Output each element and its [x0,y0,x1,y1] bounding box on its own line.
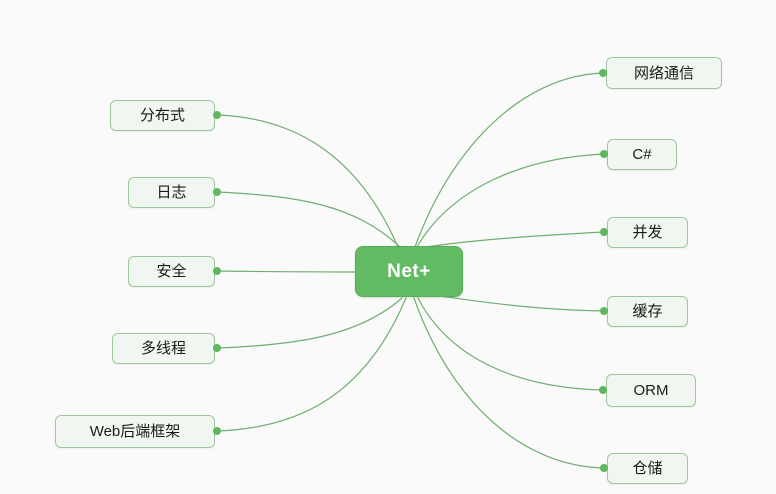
edge-8 [439,295,605,312]
branch-node-label: Web后端框架 [89,423,181,440]
branch-node-0[interactable]: 分布式 [110,100,215,131]
branch-node-7[interactable]: 并发 [607,217,688,248]
branch-node-label: ORM [633,382,669,399]
branch-node-label: 日志 [156,184,187,201]
connector-dot-0[interactable] [213,111,221,119]
edge-7 [419,231,605,249]
connector-dot-9[interactable] [599,386,607,394]
branch-node-label: 分布式 [139,107,185,124]
branch-node-10[interactable]: 仓储 [607,453,688,484]
edge-2 [216,270,356,273]
edge-4 [216,297,407,432]
edge-1 [216,191,401,248]
edge-3 [216,297,403,349]
branch-node-2[interactable]: 安全 [128,256,215,287]
connector-dot-1[interactable] [213,188,221,196]
branch-node-5[interactable]: 网络通信 [606,57,722,89]
branch-node-1[interactable]: 日志 [128,177,215,208]
branch-node-label: 网络通信 [633,64,694,82]
branch-node-label: 安全 [156,263,187,280]
root-node[interactable]: Net+ [355,246,463,297]
branch-node-6[interactable]: C# [607,139,677,170]
connector-dot-6[interactable] [600,150,608,158]
connector-dot-3[interactable] [213,344,221,352]
connector-dot-8[interactable] [600,307,608,315]
branch-node-4[interactable]: Web后端框架 [55,415,215,448]
branch-node-8[interactable]: 缓存 [607,296,688,327]
branch-node-9[interactable]: ORM [606,374,696,407]
edge-6 [416,153,605,248]
edge-0 [216,114,399,248]
edge-10 [413,297,605,469]
connector-dot-7[interactable] [600,228,608,236]
connector-dot-2[interactable] [213,267,221,275]
branch-node-label: 仓储 [632,460,663,477]
edge-9 [417,297,604,391]
branch-node-label: 并发 [632,224,663,241]
root-node-label: Net+ [387,260,431,282]
connector-dot-5[interactable] [599,69,607,77]
edge-5 [414,72,604,248]
branch-node-label: C# [632,146,652,163]
branch-node-label: 多线程 [140,340,186,357]
branch-node-label: 缓存 [632,303,663,320]
connector-dot-4[interactable] [213,427,221,435]
connector-dot-10[interactable] [600,464,608,472]
branch-node-3[interactable]: 多线程 [112,333,215,364]
